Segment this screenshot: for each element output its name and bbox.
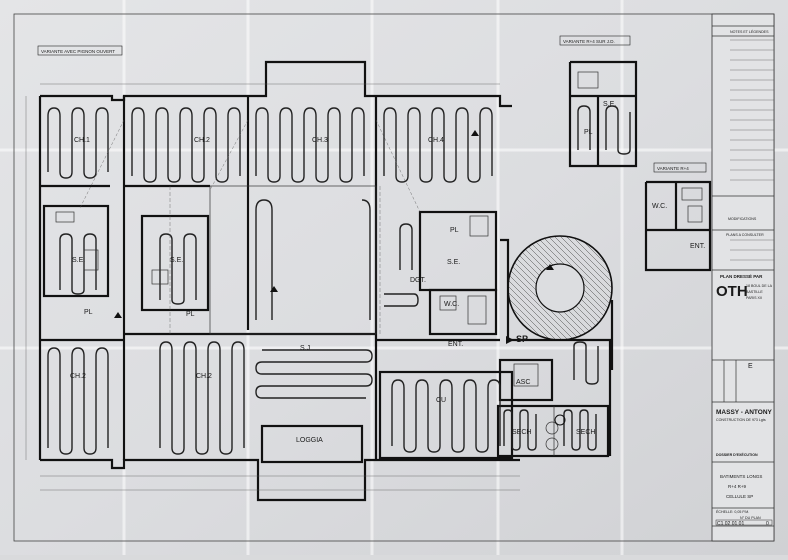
tb-scale: ÉCHELLE: 0,05 P.M. xyxy=(716,509,749,514)
room-ch2-mid: CH.2 xyxy=(196,373,212,380)
variant-gable-label: VARIANTE AVEC PIGNON OUVERT xyxy=(41,49,115,54)
tb-notes: NOTES ET LÉGENDES xyxy=(730,29,769,34)
room-pl-left: PL xyxy=(84,309,93,316)
tb-project: MASSY - ANTONY xyxy=(716,409,773,416)
room-se-center: S.E. xyxy=(447,259,460,266)
variant-r4-inset xyxy=(644,180,712,272)
tb-plans-consult: PLANS A CONSULTER xyxy=(726,233,764,237)
room-ch4: CH.4 xyxy=(428,137,444,144)
tb-dossier: DOSSIER D'EXÉCUTION xyxy=(716,452,758,457)
room-pl-mid: PL xyxy=(186,311,195,318)
tb-plan-dresse: PLAN DRESSÉ PAR xyxy=(720,272,763,279)
tb-subject-3: CELLULE SP xyxy=(726,494,753,499)
room-loggia: LOGGIA xyxy=(296,437,323,444)
tb-modifications: MODIFICATIONS xyxy=(728,217,757,221)
tb-subject-2: R+4 R+9 xyxy=(728,484,747,489)
room-dgt: DGT. xyxy=(410,277,426,284)
room-ent-right: ENT. xyxy=(690,243,705,250)
room-sech-2: SECH xyxy=(576,429,595,436)
tb-plan-no-label: N° DU PLAN xyxy=(740,516,761,520)
variant-r4-jd-label: VARIANTE R+4 SUR J.D. xyxy=(563,39,615,44)
room-sj: S.J xyxy=(300,345,310,352)
room-ch2-top: CH.2 xyxy=(194,137,210,144)
dimension-lines xyxy=(25,83,520,491)
room-ch2-left: CH.2 xyxy=(70,373,86,380)
room-ch1: CH.1 xyxy=(74,137,90,144)
section-arrows xyxy=(114,130,566,426)
tb-letter-e: E xyxy=(748,363,753,370)
room-cu: CU xyxy=(436,397,446,404)
tb-firm-addr-3: PARIS XII xyxy=(746,296,762,300)
variant-jd-inset xyxy=(568,60,638,168)
room-se-jd: S.E. xyxy=(603,101,616,108)
tb-firm-addr-1: 18 BOUL DE LA xyxy=(746,284,773,288)
spiral-staircase xyxy=(507,235,613,341)
fixtures xyxy=(55,119,559,451)
room-se-mid: S.E. xyxy=(170,257,183,264)
room-pl-center: PL xyxy=(450,227,459,234)
room-asc: ASC xyxy=(516,379,530,386)
variant-r4-label: VARIANTE R+4 xyxy=(657,166,689,171)
title-block xyxy=(711,13,775,542)
room-sech-1: SECH xyxy=(512,429,531,436)
room-ent-center: ENT. xyxy=(448,341,463,348)
room-ch3: CH.3 xyxy=(312,137,328,144)
room-sp: SP xyxy=(516,334,528,344)
main-walls xyxy=(38,60,610,502)
labels: VARIANTE AVEC PIGNON OUVERT VARIANTE R+4… xyxy=(37,29,773,527)
tb-firm: OTH xyxy=(716,283,748,300)
tb-plan-no: C1 02 01 01 xyxy=(717,521,744,527)
room-wc-right: W.C. xyxy=(652,203,667,210)
tb-indice: 0 xyxy=(766,521,769,527)
tb-project-sub: CONSTRUCTION DE 973 Lgts xyxy=(716,418,766,422)
heating-coils xyxy=(47,107,599,455)
room-pl-jd: PL xyxy=(584,129,593,136)
room-wc-center: W.C. xyxy=(444,301,459,308)
room-se-left: S.E. xyxy=(72,257,85,264)
tb-firm-addr-2: BASTILLE xyxy=(746,290,763,294)
tb-subject-1: BATIMENTS LONGS xyxy=(720,474,762,479)
